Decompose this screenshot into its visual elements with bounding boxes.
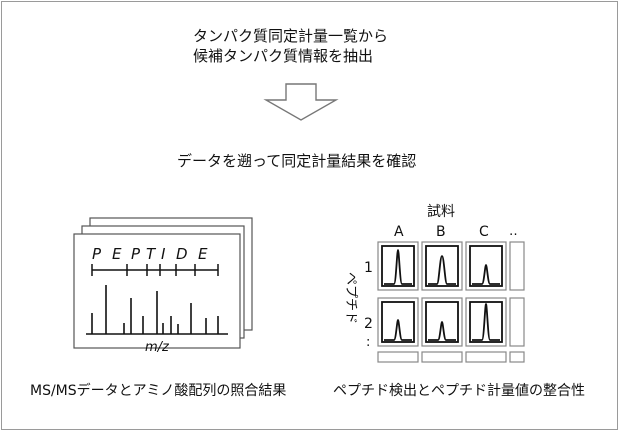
peptide-letter: E <box>112 245 122 263</box>
heading-line-2: 候補タンパク質情報を抽出 <box>193 47 374 65</box>
peptide-letter: E <box>198 245 208 263</box>
conclusion-text: データを遡って同定計量結果を確認 <box>177 152 417 170</box>
grid-inner-frames <box>381 245 503 343</box>
sequence-ladder <box>91 264 219 276</box>
peptide-letter: P <box>131 245 141 263</box>
spectrum-stack: P E P T I D E <box>73 217 253 355</box>
column-label: B <box>436 224 446 240</box>
column-label: A <box>394 224 404 240</box>
grid-cell <box>421 241 463 291</box>
peak-r1-c <box>472 264 500 285</box>
peptide-letter: I <box>161 245 166 263</box>
grid-cell <box>509 241 525 291</box>
axis-label-mz: m/z <box>145 340 170 355</box>
grid-cell <box>377 351 419 363</box>
sample-grid <box>377 241 525 363</box>
down-arrow-icon <box>263 83 339 121</box>
column-label: C <box>479 224 489 240</box>
grid-cell <box>421 297 463 347</box>
grid-cell <box>509 297 525 347</box>
spectrum-caption: MS/MSデータとアミノ酸配列の照合結果 <box>30 383 287 399</box>
row-label: 2 <box>364 316 373 332</box>
peak-r1-b <box>428 255 456 285</box>
peak-r1-a <box>384 249 412 285</box>
peptide-letter: T <box>146 245 157 263</box>
row-label: 1 <box>364 260 373 276</box>
peak-r2-a <box>384 319 412 341</box>
grid-title: 試料 <box>427 204 455 220</box>
peak-r2-b <box>428 321 456 341</box>
row-axis-label: ペプチド <box>343 272 358 324</box>
grid-cell <box>421 351 463 363</box>
chromatogram-peaks <box>384 249 500 341</box>
heading-line-1: タンパク質同定計量一覧から <box>193 27 389 45</box>
peak-r2-c <box>472 303 500 341</box>
grid-cell <box>465 351 507 363</box>
grid-cell <box>509 351 525 363</box>
row-label: : <box>366 335 370 350</box>
spectrum-peaks <box>91 285 219 334</box>
peptide-letter: D <box>176 245 188 263</box>
column-label: ‥ <box>509 224 518 239</box>
peptide-letter: P <box>92 245 102 263</box>
grid-caption: ペプチド検出とペプチド計量値の整合性 <box>333 383 585 399</box>
